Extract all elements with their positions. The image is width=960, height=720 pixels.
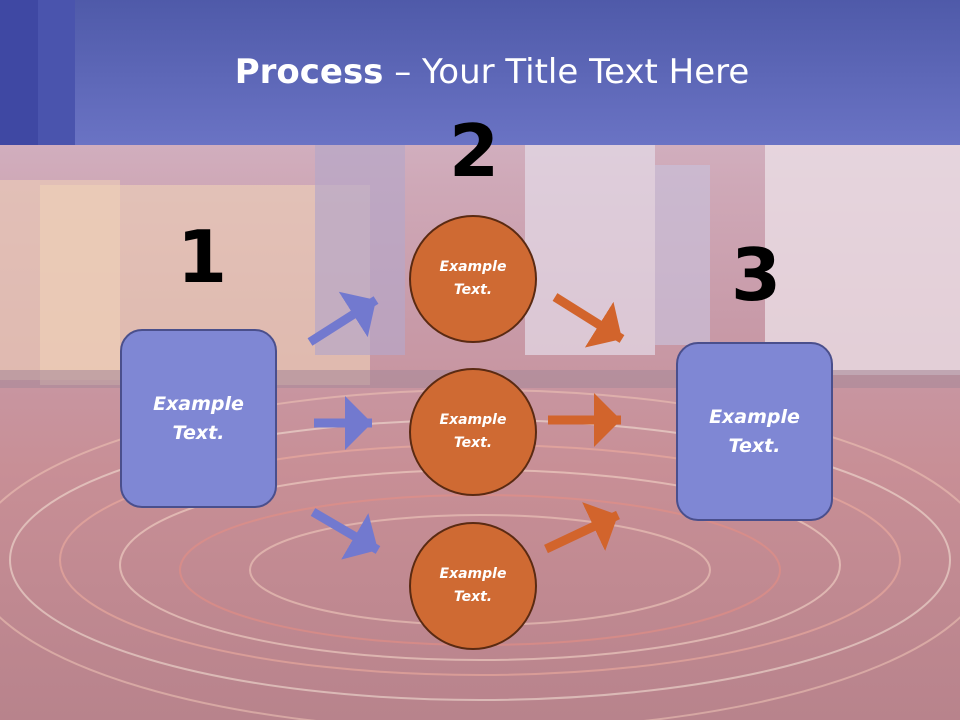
slide-title: Process – Your Title Text Here: [0, 52, 960, 92]
circle-label-line1: Example: [439, 412, 507, 428]
box-label-line2: Text.: [172, 421, 225, 444]
circle-label-line2: Text.: [453, 282, 493, 298]
circle-label-line1: Example: [439, 259, 507, 275]
arrow-from-circle-3: [544, 502, 620, 554]
step-number-1: 1: [177, 215, 228, 299]
title-bold: Process: [234, 52, 384, 92]
step-box-right: Example Text.: [676, 342, 833, 521]
box-label-line1: Example: [709, 405, 800, 428]
header-stripe: [38, 0, 75, 145]
circle-label-line2: Text.: [453, 589, 493, 605]
circle-label-line2: Text.: [453, 435, 493, 451]
step-circle-3: Example Text.: [409, 522, 537, 650]
box-label-line2: Text.: [728, 434, 781, 457]
circle-label-line1: Example: [439, 566, 507, 582]
arrow-to-circle-3: [310, 508, 381, 560]
step-box-left: Example Text.: [120, 329, 277, 508]
box-label-line1: Example: [153, 392, 244, 415]
title-rest: – Your Title Text Here: [383, 52, 750, 92]
step-number-3: 3: [731, 233, 782, 317]
step-number-2: 2: [449, 109, 500, 193]
title-bar: [0, 0, 960, 145]
arrow-to-circle-1: [307, 291, 379, 346]
header-stripe: [0, 0, 38, 145]
step-circle-2: Example Text.: [409, 368, 537, 496]
step-circle-1: Example Text.: [409, 215, 537, 343]
arrow-from-circle-1: [552, 293, 625, 348]
